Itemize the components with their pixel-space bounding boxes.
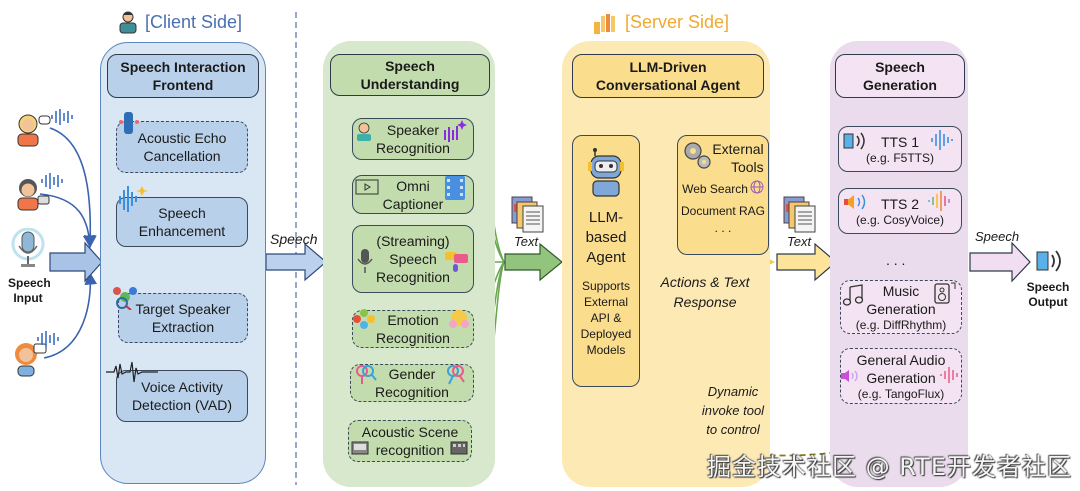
llm-agent-box: LLM- based Agent Supports External API &…: [572, 135, 640, 387]
speech-input-label: Speech Input: [8, 276, 51, 305]
chat-bubbles-icon: [444, 250, 470, 279]
module-voice-activity-detection: Voice Activity Detection (VAD): [116, 370, 248, 422]
speaker-sound-icon: [842, 130, 868, 157]
purple-speaker-icon: [840, 368, 860, 389]
globe-search-icon: [750, 180, 764, 198]
speaker1-curve: [49, 127, 97, 249]
audio-wave-2-icon: [40, 172, 66, 195]
module-acoustic-echo-cancellation: Acoustic Echo Cancellation: [116, 121, 248, 173]
flow-label-speech-out: Speech: [975, 229, 1020, 244]
module-tts-1: TTS 1 (e.g. F5TTS): [838, 126, 962, 172]
client-header: Speech Interaction Frontend: [107, 54, 259, 98]
speaker-person-1-icon: [12, 110, 52, 153]
gender-symbol-icon-2: [443, 362, 467, 391]
module-music-generation: Music Generation (e.g. DiffRhythm): [840, 280, 962, 334]
server-icon: [592, 12, 616, 36]
understanding-header: Speech Understanding: [330, 54, 490, 96]
text-document-icon-2: [783, 196, 817, 239]
flow-label-text-2: Text: [787, 234, 812, 249]
speaker3-curve: [43, 271, 98, 359]
generation-ellipsis: . . .: [886, 252, 906, 268]
emotion-faces-icon: [352, 308, 376, 335]
voice-sparkle-icon: [442, 118, 468, 149]
generation-header: Speech Generation: [835, 54, 965, 98]
watermark: 掘金技术社区 @ RTE开发者社区: [707, 453, 1073, 481]
speech-output-label: Speech Output: [1026, 280, 1070, 309]
video-player-icon: [355, 178, 379, 201]
vad-waveform-icon: [106, 360, 158, 389]
loud-speaker-icon: [842, 192, 870, 217]
studio-mic-icon: [354, 247, 376, 280]
module-target-speaker-extraction: Target Speaker Extraction: [118, 293, 248, 343]
audio-wave-3-icon: [36, 330, 62, 353]
text-document-icon-1: [511, 196, 545, 239]
llm-header: LLM-Driven Conversational Agent: [572, 54, 764, 98]
generation-panel: [830, 41, 968, 487]
gender-symbol-icon-1: [354, 362, 378, 391]
module-tts-2: TTS 2 (e.g. CosyVoice): [838, 188, 962, 234]
audio-wave-1-icon: [50, 108, 76, 131]
microphone-icon: [10, 227, 46, 275]
speaker-box-icon: [933, 281, 957, 310]
client-icon: [118, 10, 138, 34]
stage-icon: [351, 440, 369, 461]
module-speech-enhancement: Speech Enhancement: [116, 197, 248, 247]
flow-label-speech-in: Speech: [270, 231, 318, 247]
speech-output-speaker-icon: [1035, 248, 1065, 281]
speech-input-arrow: [49, 241, 103, 283]
speaker-person-3-icon: [12, 338, 48, 383]
music-note-icon: [842, 283, 866, 312]
blue-waveform-icon: [930, 128, 956, 157]
server-side-title: [Server Side]: [625, 12, 730, 32]
text-to-generation-arrow: [776, 242, 837, 282]
dynamic-invoke-label: Dynamic invoke tool to control: [701, 384, 765, 437]
echo-device-icon: [118, 110, 140, 141]
flow-label-text-1: Text: [514, 234, 539, 249]
face-id-icon: [355, 121, 373, 146]
speaker-group-icon: [112, 286, 138, 315]
emoji-hearts-icon: [447, 308, 471, 335]
gears-icon: [682, 140, 712, 174]
actions-text-response-label: Actions & Text Response: [660, 274, 750, 310]
waveform-sparkle-icon: [116, 182, 150, 219]
speaker2-curve: [39, 193, 96, 249]
external-tools-box: External Tools Web Search Document RAG .…: [677, 135, 769, 255]
speech-to-understanding-arrow: [265, 242, 327, 282]
city-scene-icon: [450, 438, 468, 461]
client-side-title: [Client Side]: [145, 12, 243, 32]
robot-icon: [585, 148, 627, 202]
speech-output-arrow: [969, 241, 1031, 283]
text-to-llm-arrow: [504, 242, 563, 282]
module-acoustic-scene-recognition: Acoustic Scene recognition: [348, 420, 472, 462]
film-strip-icon: [444, 175, 466, 206]
speaker-person-2-icon: [14, 176, 50, 217]
pink-waveform-icon: [939, 366, 961, 389]
rainbow-waveform-icon: [926, 190, 956, 217]
